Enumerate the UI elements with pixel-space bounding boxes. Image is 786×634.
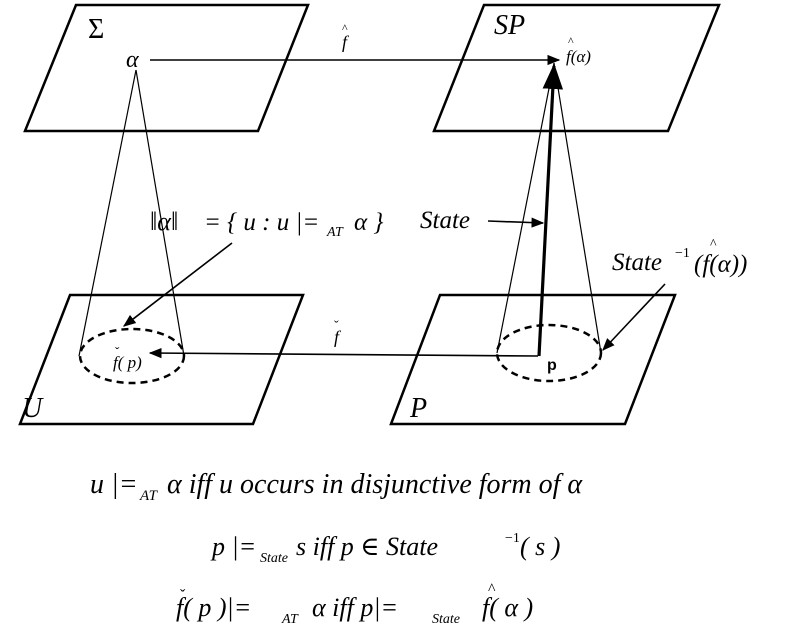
alpha-label: α [126, 47, 139, 73]
f-check-p-label: f( p) [113, 353, 142, 372]
right-dashed-ellipse [495, 323, 603, 383]
f-hat-top-label: f [342, 32, 350, 52]
f-hat-top-accent: ^ [342, 21, 348, 35]
extension-sub: AT [326, 225, 344, 240]
plane-p [389, 293, 677, 426]
left-cone-edge-2 [135, 69, 185, 357]
extension-pointer-arrow [122, 242, 233, 327]
f-check-bottom-accent: ˇ [334, 319, 339, 334]
formula-1-sub: AT [139, 488, 159, 504]
formula-2-sup: −1 [505, 531, 520, 546]
right-cone-edge-1 [496, 62, 555, 354]
f-check-arrow [148, 347, 539, 359]
point-p-label: p [547, 357, 557, 374]
formula-2-sub: State [260, 551, 288, 566]
plane-u [18, 293, 305, 426]
formula-3-sub2: State [432, 612, 460, 627]
state-inverse-sup: −1 [675, 246, 690, 261]
state-arrow-line [537, 63, 564, 357]
formula-3-post: f( α ) [482, 593, 533, 622]
f-hat-alpha-label: f(α) [566, 47, 591, 66]
formula-2-post: ( s ) [520, 532, 560, 561]
state-inverse-pointer-arrow [602, 283, 666, 351]
formula-3-pre: f( p )|= [176, 593, 251, 622]
state-pointer-arrow [487, 217, 545, 228]
formula-3-hat-accent: ^ [488, 581, 496, 598]
state-inverse-accent: ^ [710, 237, 717, 252]
formula-line-3: ˇ f( p )|= AT α iff p|= State ^ f( α ) [176, 581, 533, 627]
plane-sp-label: SP [494, 10, 525, 41]
state-inverse-text: State [612, 249, 662, 276]
formula-line-1: u |= AT α iff u occurs in disjunctive fo… [90, 469, 583, 504]
f-hat-alpha-accent: ^ [568, 34, 574, 48]
plane-sigma-label: Σ [88, 14, 104, 45]
extension-rhs: = { u : u |= [204, 209, 319, 236]
f-check-bottom-label: f [334, 327, 342, 347]
formula-line-2: p |= State s iff p ∈ State −1 ( s ) [210, 531, 560, 566]
formula-3-mid: α iff p|= [312, 593, 398, 622]
plane-u-label: U [22, 393, 44, 424]
formula-3-sub1: AT [281, 612, 299, 627]
plane-sp [432, 3, 721, 133]
f-check-p-accent: ˇ [115, 344, 120, 359]
formula-2-pre: p |= [210, 532, 256, 561]
formula-1-pre: u |= [90, 469, 138, 500]
formula-2-mid: s iff p ∈ State [296, 532, 438, 561]
extension-formula: ‖α‖ = { u : u |= AT α } [150, 207, 383, 240]
extension-lhs: ‖α‖ [150, 207, 178, 236]
left-cone-edge-1 [78, 69, 137, 357]
state-inverse-label: State −1 (f(α)) ^ [612, 237, 747, 278]
extension-end: α } [354, 209, 383, 236]
formula-3-check-accent: ˇ [180, 587, 186, 604]
state-label: State [420, 207, 470, 234]
right-cone-edge-2 [553, 62, 602, 354]
state-inverse-arg: (f(α)) [694, 251, 747, 278]
plane-sigma [23, 3, 310, 133]
left-dashed-ellipse [78, 327, 186, 385]
plane-p-label: P [409, 393, 427, 424]
formula-1-post: α iff u occurs in disjunctive form of α [167, 469, 583, 500]
